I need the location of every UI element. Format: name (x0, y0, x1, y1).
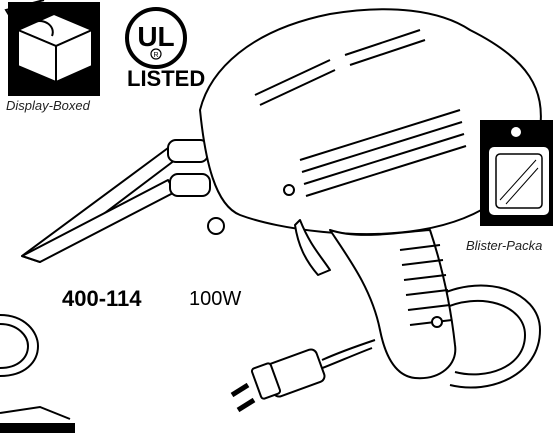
display-box-icon (4, 0, 104, 98)
ul-registered: R (153, 52, 158, 59)
blister-pack-icon (476, 118, 553, 228)
model-number: 400-114 (62, 286, 142, 311)
blister-pack-caption: Blister-Packa (466, 238, 543, 253)
cropped-coil-icon (0, 314, 40, 377)
cropped-box-icon (0, 405, 75, 433)
wattage-label: 100W (189, 288, 242, 310)
listed-label: LISTED (127, 66, 206, 91)
ul-logo-icon: UL R (124, 6, 188, 70)
display-boxed-caption: Display-Boxed (6, 98, 90, 113)
ul-mark: UL (137, 21, 174, 52)
